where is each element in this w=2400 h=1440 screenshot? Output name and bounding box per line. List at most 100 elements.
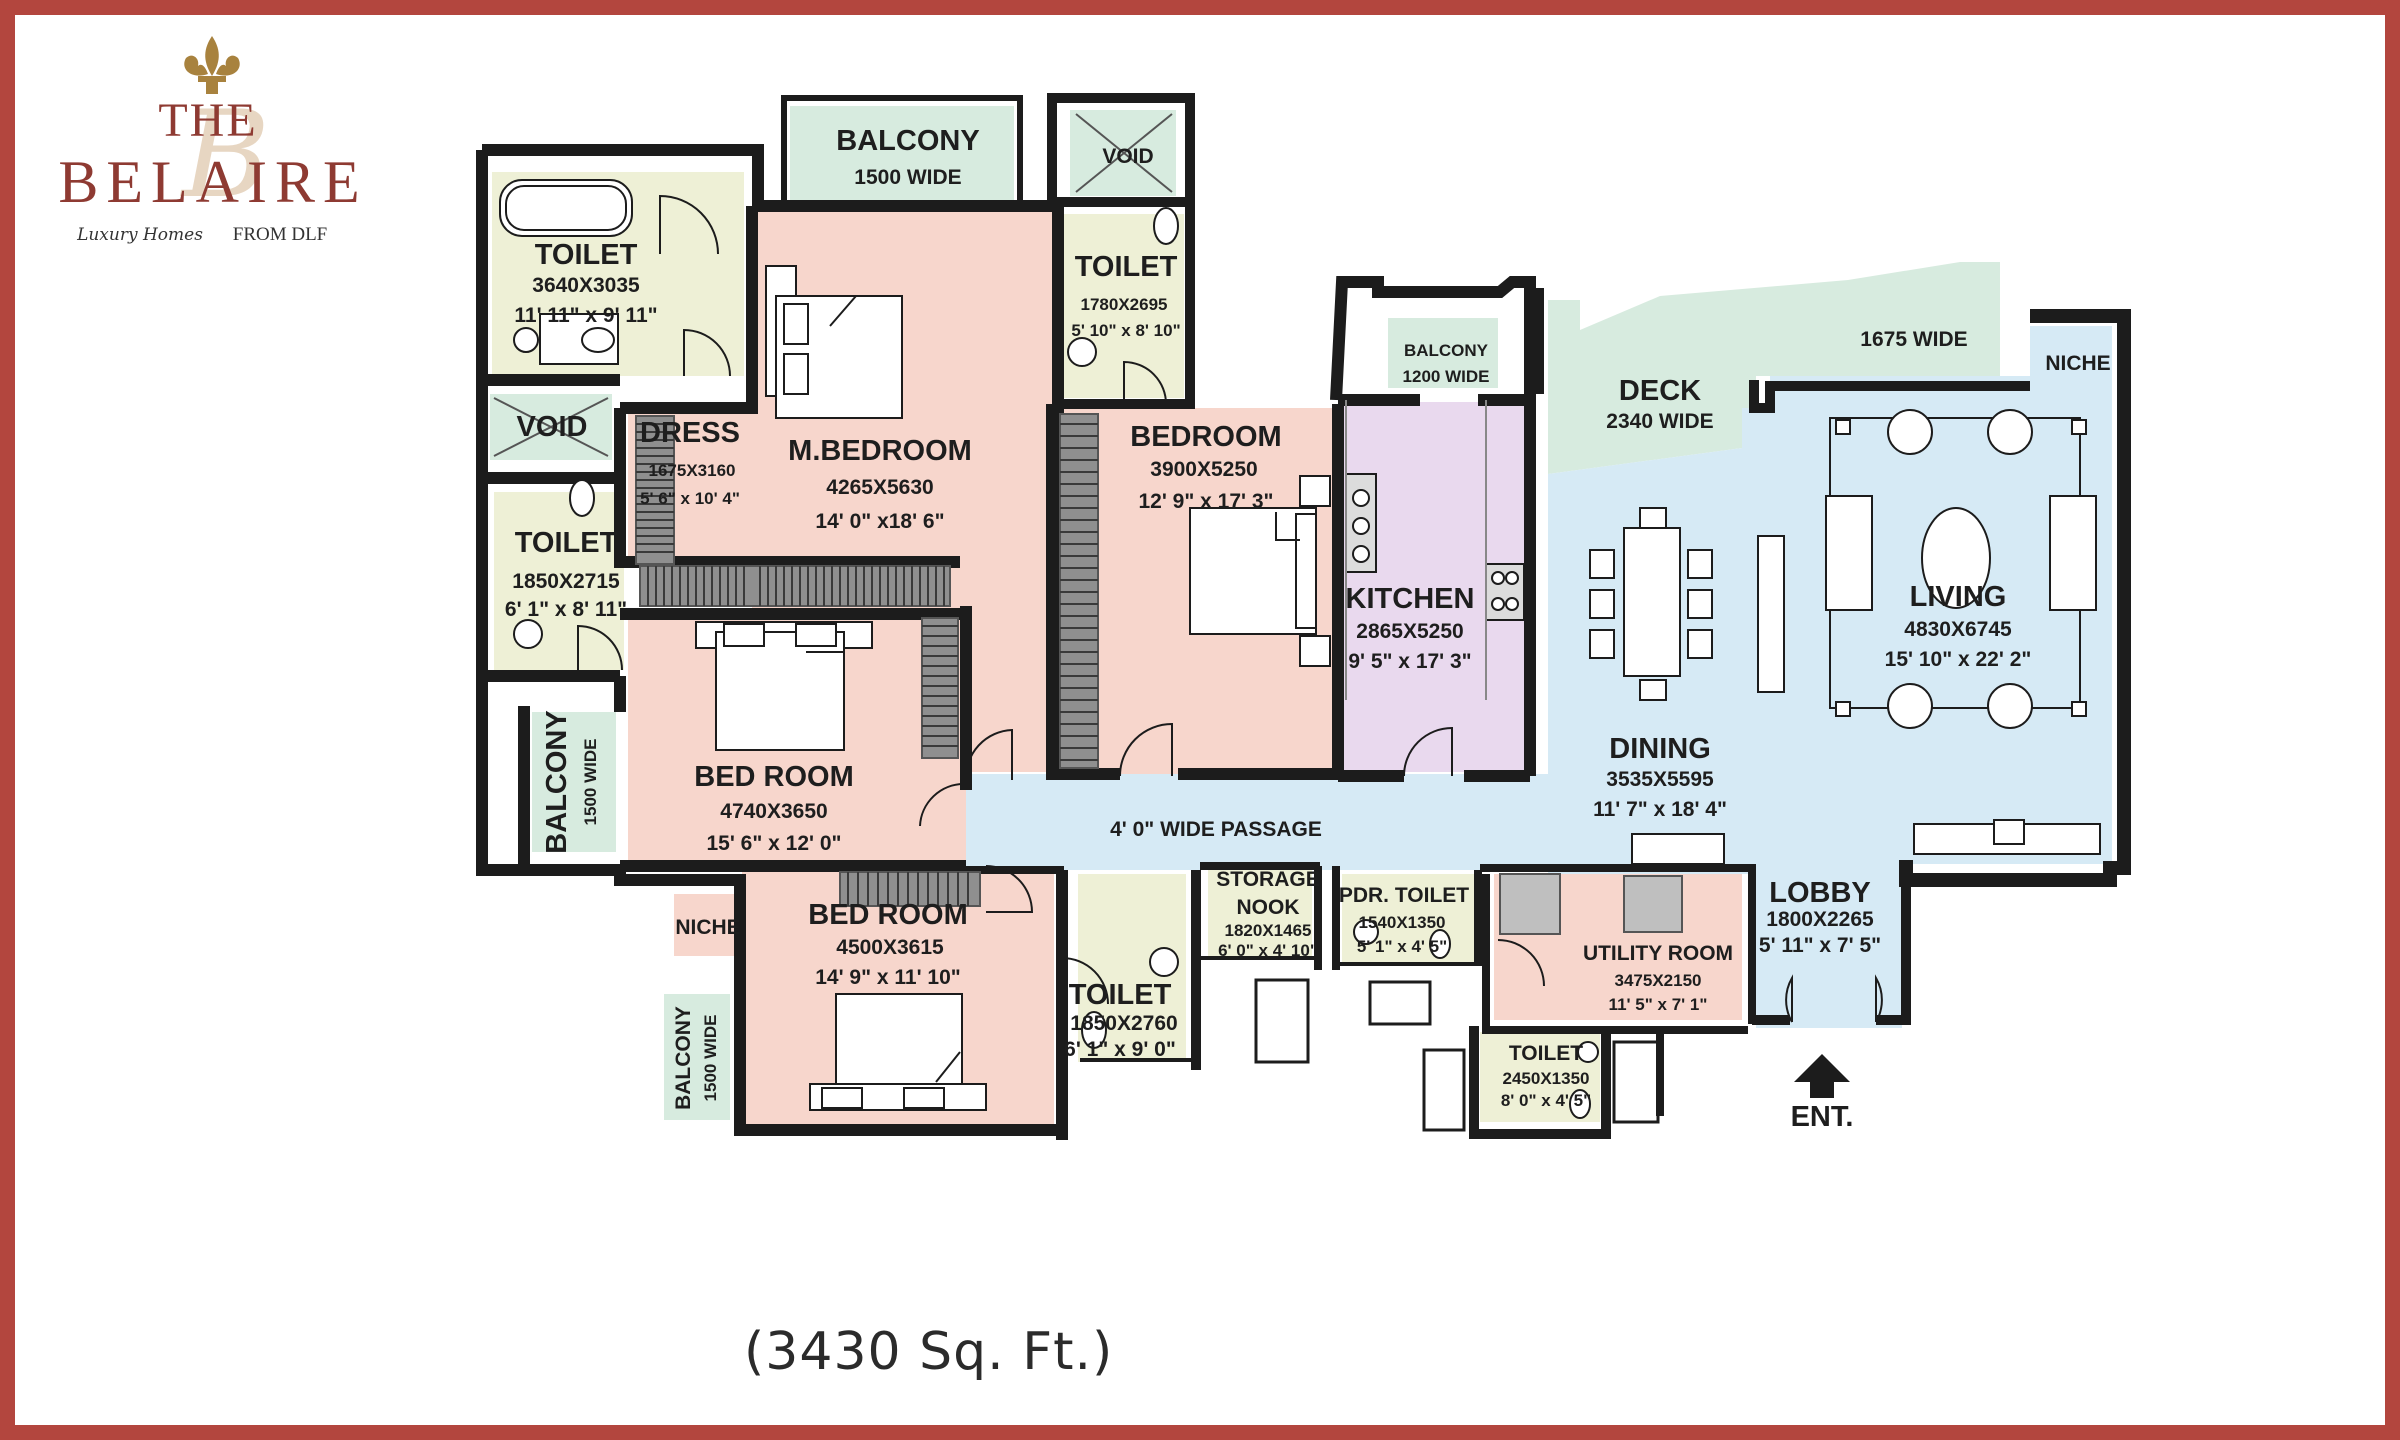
lobby-imperial: 5' 11" x 7' 5" — [1759, 934, 1881, 957]
master-bedroom-dims: 4265X5630 — [826, 476, 933, 499]
master-bedroom-label: M.BEDROOM — [788, 435, 972, 467]
toilet-left-dims: 1850X2715 — [512, 570, 620, 593]
utility-hatch — [1623, 875, 1683, 933]
toilet-utility-imperial: 8' 0" x 4' 5" — [1501, 1091, 1591, 1110]
entrance-arrow-icon — [1794, 1054, 1850, 1098]
logo-tagline-script: Luxury Homes — [76, 225, 203, 245]
bedroom-2-imperial: 12' 9" x 17' 3" — [1139, 490, 1274, 513]
balcony-left-size: 1500 WIDE — [581, 739, 600, 826]
bedroom-4-dims: 4500X3615 — [836, 936, 944, 959]
balcony-bottom-size: 1500 WIDE — [701, 1015, 720, 1102]
toilet-bedroom-dims: 1780X2695 — [1081, 295, 1168, 314]
deck-right-size: 1675 WIDE — [1860, 328, 1967, 351]
pdr-toilet-imperial: 5' 1" x 4' 5" — [1357, 937, 1447, 956]
storage-nook-area — [1208, 866, 1312, 958]
void-top-label: VOID — [1102, 145, 1153, 168]
dining-table-icon — [1589, 507, 1785, 701]
wardrobe-bed3 — [921, 617, 959, 759]
balcony-top-size: 1500 WIDE — [854, 166, 961, 189]
utility-room-label: UTILITY ROOM — [1583, 942, 1733, 965]
toilet-master-dims: 3640X3035 — [532, 274, 640, 297]
toilet-master-label: TOILET — [535, 239, 638, 271]
void-left-label: VOID — [517, 411, 588, 443]
niche-bottom-area — [674, 894, 742, 956]
balcony-kitchen-label: BALCONY — [1404, 341, 1489, 360]
bedroom-3-dims: 4740X3650 — [720, 800, 827, 823]
furniture — [499, 179, 2101, 1119]
utility-room-dims: 3475X2150 — [1615, 971, 1702, 990]
kitchen-label: KITCHEN — [1346, 583, 1475, 615]
utility-room-imperial: 11' 5" x 7' 1" — [1609, 995, 1708, 1014]
void-x-marks — [493, 113, 1173, 457]
kitchen-imperial: 9' 5" x 17' 3" — [1348, 650, 1471, 673]
wardrobe-master — [639, 565, 951, 607]
kitchen-fixtures-icon — [1345, 400, 1525, 700]
storage-nook-dims: 1820X1465 — [1225, 921, 1312, 940]
room-labels: BALCONY 1500 WIDE VOID TOILET 3640X3035 … — [505, 125, 2111, 1133]
master-bedroom-imperial: 14' 0" x18' 6" — [815, 510, 944, 533]
logo-monogram: B — [180, 86, 270, 225]
bedroom-2-bed-icon — [1189, 475, 1331, 667]
lobby-area — [1756, 862, 1902, 1028]
niche-top-label: NICHE — [2045, 352, 2110, 375]
walls — [476, 93, 2131, 1140]
bedroom-3-imperial: 15' 6" x 12' 0" — [707, 832, 842, 855]
balcony-left-label: BALCONY — [541, 710, 573, 853]
toilet-bottom-imperial: 6' 1" x 9' 0" — [1064, 1038, 1176, 1061]
doors — [577, 194, 1883, 1023]
area-caption: (3430 Sq. Ft.) — [744, 1322, 1114, 1382]
small-toilet-fixtures-icon — [513, 207, 1599, 1119]
storage-nook-label-1: STORAGE — [1216, 868, 1319, 891]
wardrobe-bed4 — [839, 871, 981, 907]
dining-dims: 3535X5595 — [1606, 768, 1714, 791]
passage-label: 4' 0" WIDE PASSAGE — [1110, 818, 1322, 841]
lobby-label: LOBBY — [1769, 877, 1871, 909]
living-sofa-set-icon — [1631, 409, 2101, 865]
storage-nook-imperial: 6' 0" x 4' 10" — [1218, 941, 1318, 960]
dining-label: DINING — [1609, 733, 1711, 765]
pdr-toilet-label: PDR. TOILET — [1339, 884, 1469, 907]
toilet-utility-dims: 2450X1350 — [1503, 1069, 1590, 1088]
toilet-bedroom-imperial: 5' 10" x 8' 10" — [1071, 321, 1180, 340]
pdr-toilet-dims: 1540X1350 — [1359, 913, 1446, 932]
toilet-bottom-dims: 1850X2760 — [1070, 1012, 1177, 1035]
bedroom-4-label: BED ROOM — [808, 899, 968, 931]
living-label: LIVING — [1910, 581, 2007, 613]
balcony-kitchen-size: 1200 WIDE — [1403, 367, 1490, 386]
bedroom-2-dims: 3900X5250 — [1150, 458, 1257, 481]
balcony-bottom-area — [664, 994, 730, 1120]
master-toilet-fixtures-icon — [499, 179, 633, 365]
toilet-left-label: TOILET — [515, 527, 618, 559]
toilet-bedroom-area — [1060, 214, 1184, 398]
niche-bottom-label: NICHE — [675, 916, 740, 939]
deck-size: 2340 WIDE — [1606, 410, 1713, 433]
logo-line1: THE — [158, 94, 257, 147]
storage-nook-label-2: NOOK — [1237, 896, 1300, 919]
wardrobe-stripes — [636, 423, 1098, 906]
lobby-dims: 1800X2265 — [1766, 908, 1874, 931]
belaire-logo: B THE BELAIRE Luxury Homes FROM DLF — [58, 36, 367, 245]
entrance-label: ENT. — [1791, 1101, 1854, 1133]
bedroom-4-imperial: 14' 9" x 11' 10" — [815, 966, 961, 989]
balcony-left-area — [532, 712, 616, 852]
toilet-bedroom-label: TOILET — [1075, 251, 1178, 283]
balcony-top-label: BALCONY — [836, 125, 979, 157]
utility-hatch-2 — [1499, 873, 1561, 935]
deck-label: DECK — [1619, 375, 1701, 407]
dining-imperial: 11' 7" x 18' 4" — [1593, 798, 1727, 821]
passage-area — [966, 774, 1566, 870]
master-bed-icon — [765, 265, 903, 419]
toilet-master-imperial: 11' 11" x 9' 11" — [514, 304, 657, 327]
bedroom-3-label: BED ROOM — [694, 761, 854, 793]
logo-line2: BELAIRE — [58, 149, 367, 215]
toilet-bottom-label: TOILET — [1069, 979, 1172, 1011]
bedroom-2-label: BEDROOM — [1130, 421, 1281, 453]
balcony-kitchen-area — [1388, 318, 1498, 388]
living-imperial: 15' 10" x 22' 2" — [1885, 648, 2032, 671]
fleur-de-lis-icon — [184, 36, 240, 94]
balcony-top-area — [790, 106, 1014, 202]
kitchen-dims: 2865X5250 — [1356, 620, 1463, 643]
deck-area — [1548, 262, 2000, 474]
bedroom-3-bed-icon — [695, 621, 873, 751]
